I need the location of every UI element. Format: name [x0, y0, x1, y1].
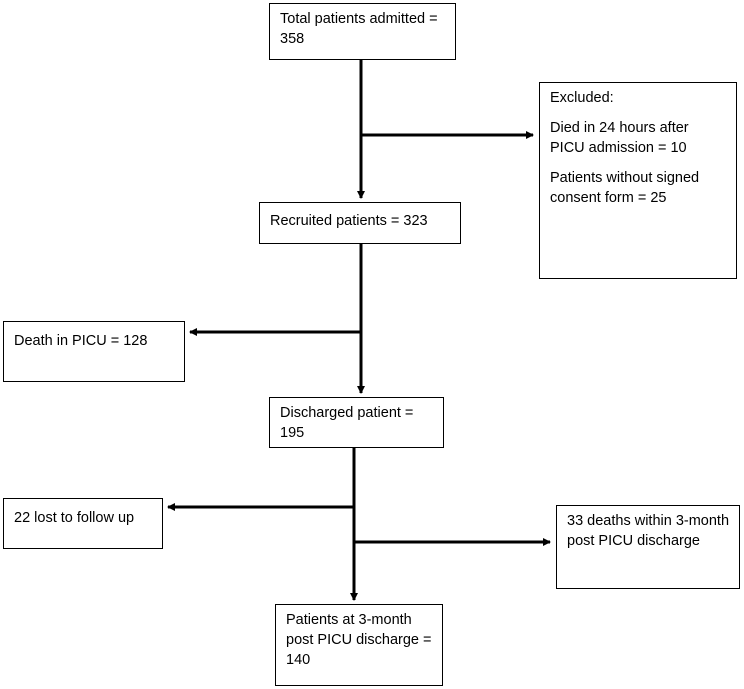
discharged-text: Discharged patient = 195	[280, 405, 414, 441]
total-admitted-text: Total patients admitted = 358	[280, 11, 438, 47]
box-3month-deaths: 33 deaths within 3-month post PICU disch…	[556, 505, 740, 589]
excluded-no-consent: Patients without signed consent form = 2…	[550, 170, 700, 206]
box-excluded: Excluded: Died in 24 hours after PICU ad…	[539, 82, 737, 279]
box-discharged: Discharged patient = 195	[269, 397, 444, 448]
box-recruited: Recruited patients = 323	[259, 202, 461, 244]
box-patients-3month: Patients at 3-month post PICU discharge …	[275, 604, 443, 686]
recruited-text: Recruited patients = 323	[270, 213, 428, 229]
lost-followup-text: 22 lost to follow up	[14, 510, 135, 526]
box-death-picu: Death in PICU = 128	[3, 321, 185, 382]
box-total-admitted: Total patients admitted = 358	[269, 3, 456, 60]
box-lost-followup: 22 lost to follow up	[3, 498, 163, 549]
patients-3month-text: Patients at 3-month post PICU discharge …	[286, 612, 432, 668]
3month-deaths-text: 33 deaths within 3-month post PICU disch…	[567, 513, 730, 549]
death-picu-text: Death in PICU = 128	[14, 333, 148, 349]
excluded-title: Excluded:	[550, 90, 614, 106]
excluded-died-24h: Died in 24 hours after PICU admission = …	[550, 120, 689, 156]
